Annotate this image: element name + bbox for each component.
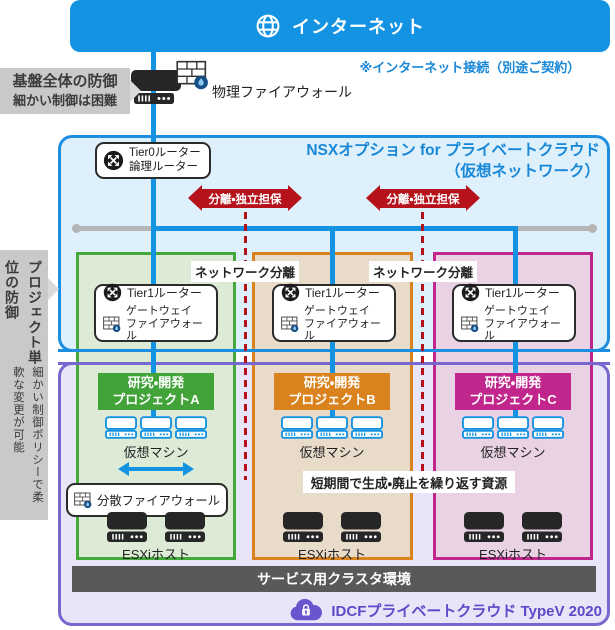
vm-icon (316, 416, 348, 439)
tier1-router-box-c: Tier1ルーター ゲートウェイ ファイアウォール (452, 284, 576, 342)
project-a-esxi-row (107, 512, 205, 542)
project-a-esxi-label: ESXiホスト (122, 547, 190, 562)
service-cluster-bar: サービス用クラスタ環境 (72, 566, 596, 592)
infra-defense-title: 基盤全体の防御 (12, 73, 118, 90)
bus-endpoint-right (588, 224, 597, 233)
brand-row: IDCFプライベートクラウド TypeV 2020 (280, 598, 602, 622)
firewall-icon (103, 315, 121, 333)
cloud-lock-icon (289, 598, 323, 622)
project-c-header: 研究・開発 プロジェクトC (455, 373, 571, 410)
gateway-firewall-label-line1: ゲートウェイ (125, 305, 192, 318)
vm-mobility-arrow-icon (118, 462, 194, 476)
project-b-vm-row (281, 416, 383, 439)
project-a-title-line2: プロジェクトA (112, 391, 200, 407)
physical-firewall-label: 物理ファイアウォール (212, 84, 352, 100)
esxi-host-icon (165, 512, 205, 542)
vm-icon (105, 416, 137, 439)
project-b-vm-label: 仮想マシン (299, 445, 365, 460)
esxi-host-icon (107, 512, 147, 542)
project-b-title-line1: 研究・開発 (303, 375, 361, 390)
gateway-firewall-label-line2: ファイアウォール (303, 317, 381, 343)
separation-dashed-line-right (421, 212, 424, 480)
separation-arrow-right-label: 分離・独立担保 (379, 189, 467, 208)
router-icon (461, 283, 480, 302)
project-b-title-line2: プロジェクトB (288, 391, 376, 407)
vm-icon (532, 416, 564, 439)
vm-icon (140, 416, 172, 439)
project-c-title-line2: プロジェクトC (469, 391, 557, 407)
project-defense-title: プロジェクト単位の防御 (4, 260, 43, 365)
globe-icon (255, 13, 281, 39)
tier1-router-label: Tier1ルーター (127, 286, 202, 301)
esxi-host-icon (341, 512, 381, 542)
network-separation-label-right: ネットワーク分離 (369, 261, 477, 282)
vm-icon (281, 416, 313, 439)
firewall-icon (281, 315, 299, 333)
tier1-router-box-b: Tier1ルーター ゲートウェイ ファイアウォール (272, 284, 396, 342)
project-callout-arrow-icon (48, 278, 59, 300)
infra-defense-subtitle: 細かい制御は困難 (12, 93, 117, 108)
logical-router-label: 論理ルーター (129, 160, 198, 173)
project-c-title-line1: 研究・開発 (484, 375, 542, 390)
separation-arrow-left: 分離・独立担保 (188, 185, 302, 212)
vm-icon (175, 416, 207, 439)
network-separation-label-left: ネットワーク分離 (191, 261, 299, 282)
router-icon (103, 150, 124, 171)
nsx-title-line1: NSXオプション for プライベートクラウド (306, 142, 600, 159)
esxi-host-icon (522, 512, 562, 542)
gateway-firewall-label-line2: ファイアウォール (483, 317, 561, 343)
firewall-icon (461, 315, 479, 333)
infra-callout-arrow-icon (130, 80, 141, 102)
project-b-esxi-row (283, 512, 381, 542)
tier1-router-label: Tier1ルーター (305, 286, 380, 301)
router-icon (281, 283, 300, 302)
brand-label: IDCFプライベートクラウド TypeV 2020 (331, 602, 602, 620)
internet-bar: インターネット (70, 0, 610, 52)
project-c-esxi-label: ESXiホスト (479, 547, 547, 562)
firewall-icon (176, 59, 209, 90)
vm-icon (462, 416, 494, 439)
nsx-title-line2: （仮想ネットワーク） (444, 163, 600, 180)
internet-label: インターネット (292, 17, 425, 37)
project-defense-callout: プロジェクト単位の防御 細かい制御ポリシーで柔軟な変更が可能 (0, 250, 48, 520)
project-b-header: 研究・開発 プロジェクトB (274, 373, 390, 410)
esxi-host-icon (464, 512, 504, 542)
separation-arrow-left-label: 分離・独立担保 (201, 189, 289, 208)
project-c-esxi-row (464, 512, 562, 542)
project-c-vm-row (462, 416, 564, 439)
vm-icon (497, 416, 529, 439)
tier1-router-label: Tier1ルーター (485, 286, 560, 301)
project-a-header: 研究・開発 プロジェクトA (98, 373, 214, 410)
distributed-firewall-label: 分散ファイアウォール (97, 494, 220, 508)
project-a-title-line1: 研究・開発 (127, 375, 185, 390)
firewall-icon (74, 490, 92, 510)
project-defense-subtitle: 細かい制御ポリシーで柔軟な変更が可能 (12, 365, 43, 504)
project-c-vm-label: 仮想マシン (480, 445, 546, 460)
ephemeral-resources-note: 短期間で生成・廃止を繰り返す資源 (303, 471, 515, 493)
internet-contract-note: ※インターネット接続（別途ご契約） (359, 60, 581, 75)
vm-icon (351, 416, 383, 439)
esxi-host-icon (283, 512, 323, 542)
gateway-firewall-label-line2: ファイアウォール (125, 317, 203, 343)
project-a-vm-row (105, 416, 207, 439)
tier1-router-box-a: Tier1ルーター ゲートウェイ ファイアウォール (94, 284, 218, 342)
tier0-router-box: Tier0ルーター 論理ルーター (95, 142, 211, 179)
internet-to-bus-line (151, 52, 156, 231)
network-bus-blue-segment (151, 226, 518, 231)
separation-arrow-right: 分離・独立担保 (366, 185, 480, 212)
project-b-esxi-label: ESXiホスト (298, 547, 366, 562)
distributed-firewall-box: 分散ファイアウォール (66, 483, 228, 517)
separation-dashed-line-left (244, 212, 247, 480)
infra-defense-callout: 基盤全体の防御 細かい制御は困難 (0, 68, 130, 114)
project-a-vm-label: 仮想マシン (123, 445, 189, 460)
gateway-firewall-label-line1: ゲートウェイ (303, 305, 370, 318)
nsx-option-title: NSXオプション for プライベートクラウド （仮想ネットワーク） (290, 140, 600, 182)
router-icon (103, 283, 122, 302)
bus-endpoint-left (72, 224, 81, 233)
gateway-firewall-label-line1: ゲートウェイ (483, 305, 550, 318)
tier0-router-label: Tier0ルーター (129, 147, 201, 159)
